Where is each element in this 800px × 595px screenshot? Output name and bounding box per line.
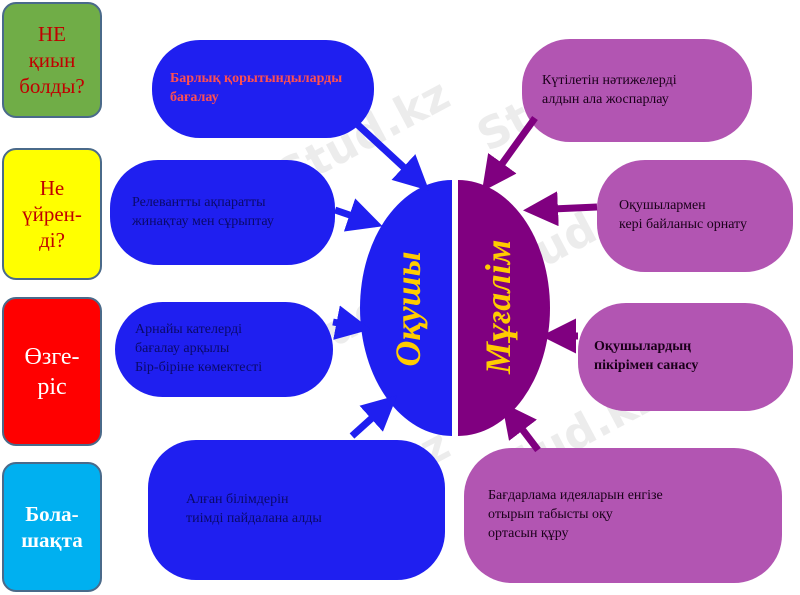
teacher-item: Күтілетін нәтижелерді алдын ала жоспарла… [522,39,752,142]
arrow-student-1 [355,122,430,191]
teacher-half [458,180,550,436]
student-item: Алған білімдерін тиімді пайдалана алды [148,440,445,580]
student-item-text: Релевантты ақпаратты жинақтау мен сұрыпт… [132,194,274,229]
arrow-teacher-1 [481,115,538,192]
question-box-difficult: НЕ қиын болды? [2,2,102,118]
question-box-learned: Не үйрен- ді? [2,148,102,280]
teacher-item-text: Бағдарлама идеяларын енгізе отырып табыс… [488,488,663,541]
student-item-text: Алған білімдерін тиімді пайдалана алды [186,492,322,526]
teacher-label: Мұғалім [478,239,518,374]
question-box-future: Бола- шақта [2,462,102,592]
teacher-item: Бағдарлама идеяларын енгізе отырып табыс… [464,448,782,583]
student-item: Барлық қорытындыларды бағалау [152,40,374,138]
student-item: Арнайы кателерді бағалау арқылы Бір-бірі… [115,302,333,397]
teacher-item-text: Оқушылармен кері байланыс орнату [619,198,747,232]
teacher-item-text: Күтілетін нәтижелерді алдын ала жоспарла… [542,72,677,107]
question-label: Бола- шақта [21,501,83,552]
question-label: Не үйрен- ді? [22,175,82,253]
teacher-item-text: Оқушылардың пікірімен санасу [594,339,699,373]
question-box-change: Өзге- ріс [2,297,102,446]
arrow-student-2 [333,198,383,232]
student-label: Оқушы [388,251,428,367]
teacher-item: Оқушылардың пікірімен санасу [578,303,793,411]
teacher-item: Оқушылармен кері байланыс орнату [597,160,793,272]
arrow-student-4 [349,395,398,439]
arrow-teacher-4 [501,402,541,453]
student-item-text: Арнайы кателерді бағалау арқылы Бір-бірі… [135,322,263,375]
arrow-student-3 [332,305,371,340]
student-item-text: Барлық қорытындыларды бағалау [170,71,343,105]
center-divider [452,178,458,438]
student-half [360,180,452,436]
question-label: НЕ қиын болды? [19,21,85,99]
arrow-teacher-2 [523,191,598,227]
student-item: Релевантты ақпаратты жинақтау мен сұрыпт… [110,160,335,265]
question-label: Өзге- ріс [24,343,80,400]
